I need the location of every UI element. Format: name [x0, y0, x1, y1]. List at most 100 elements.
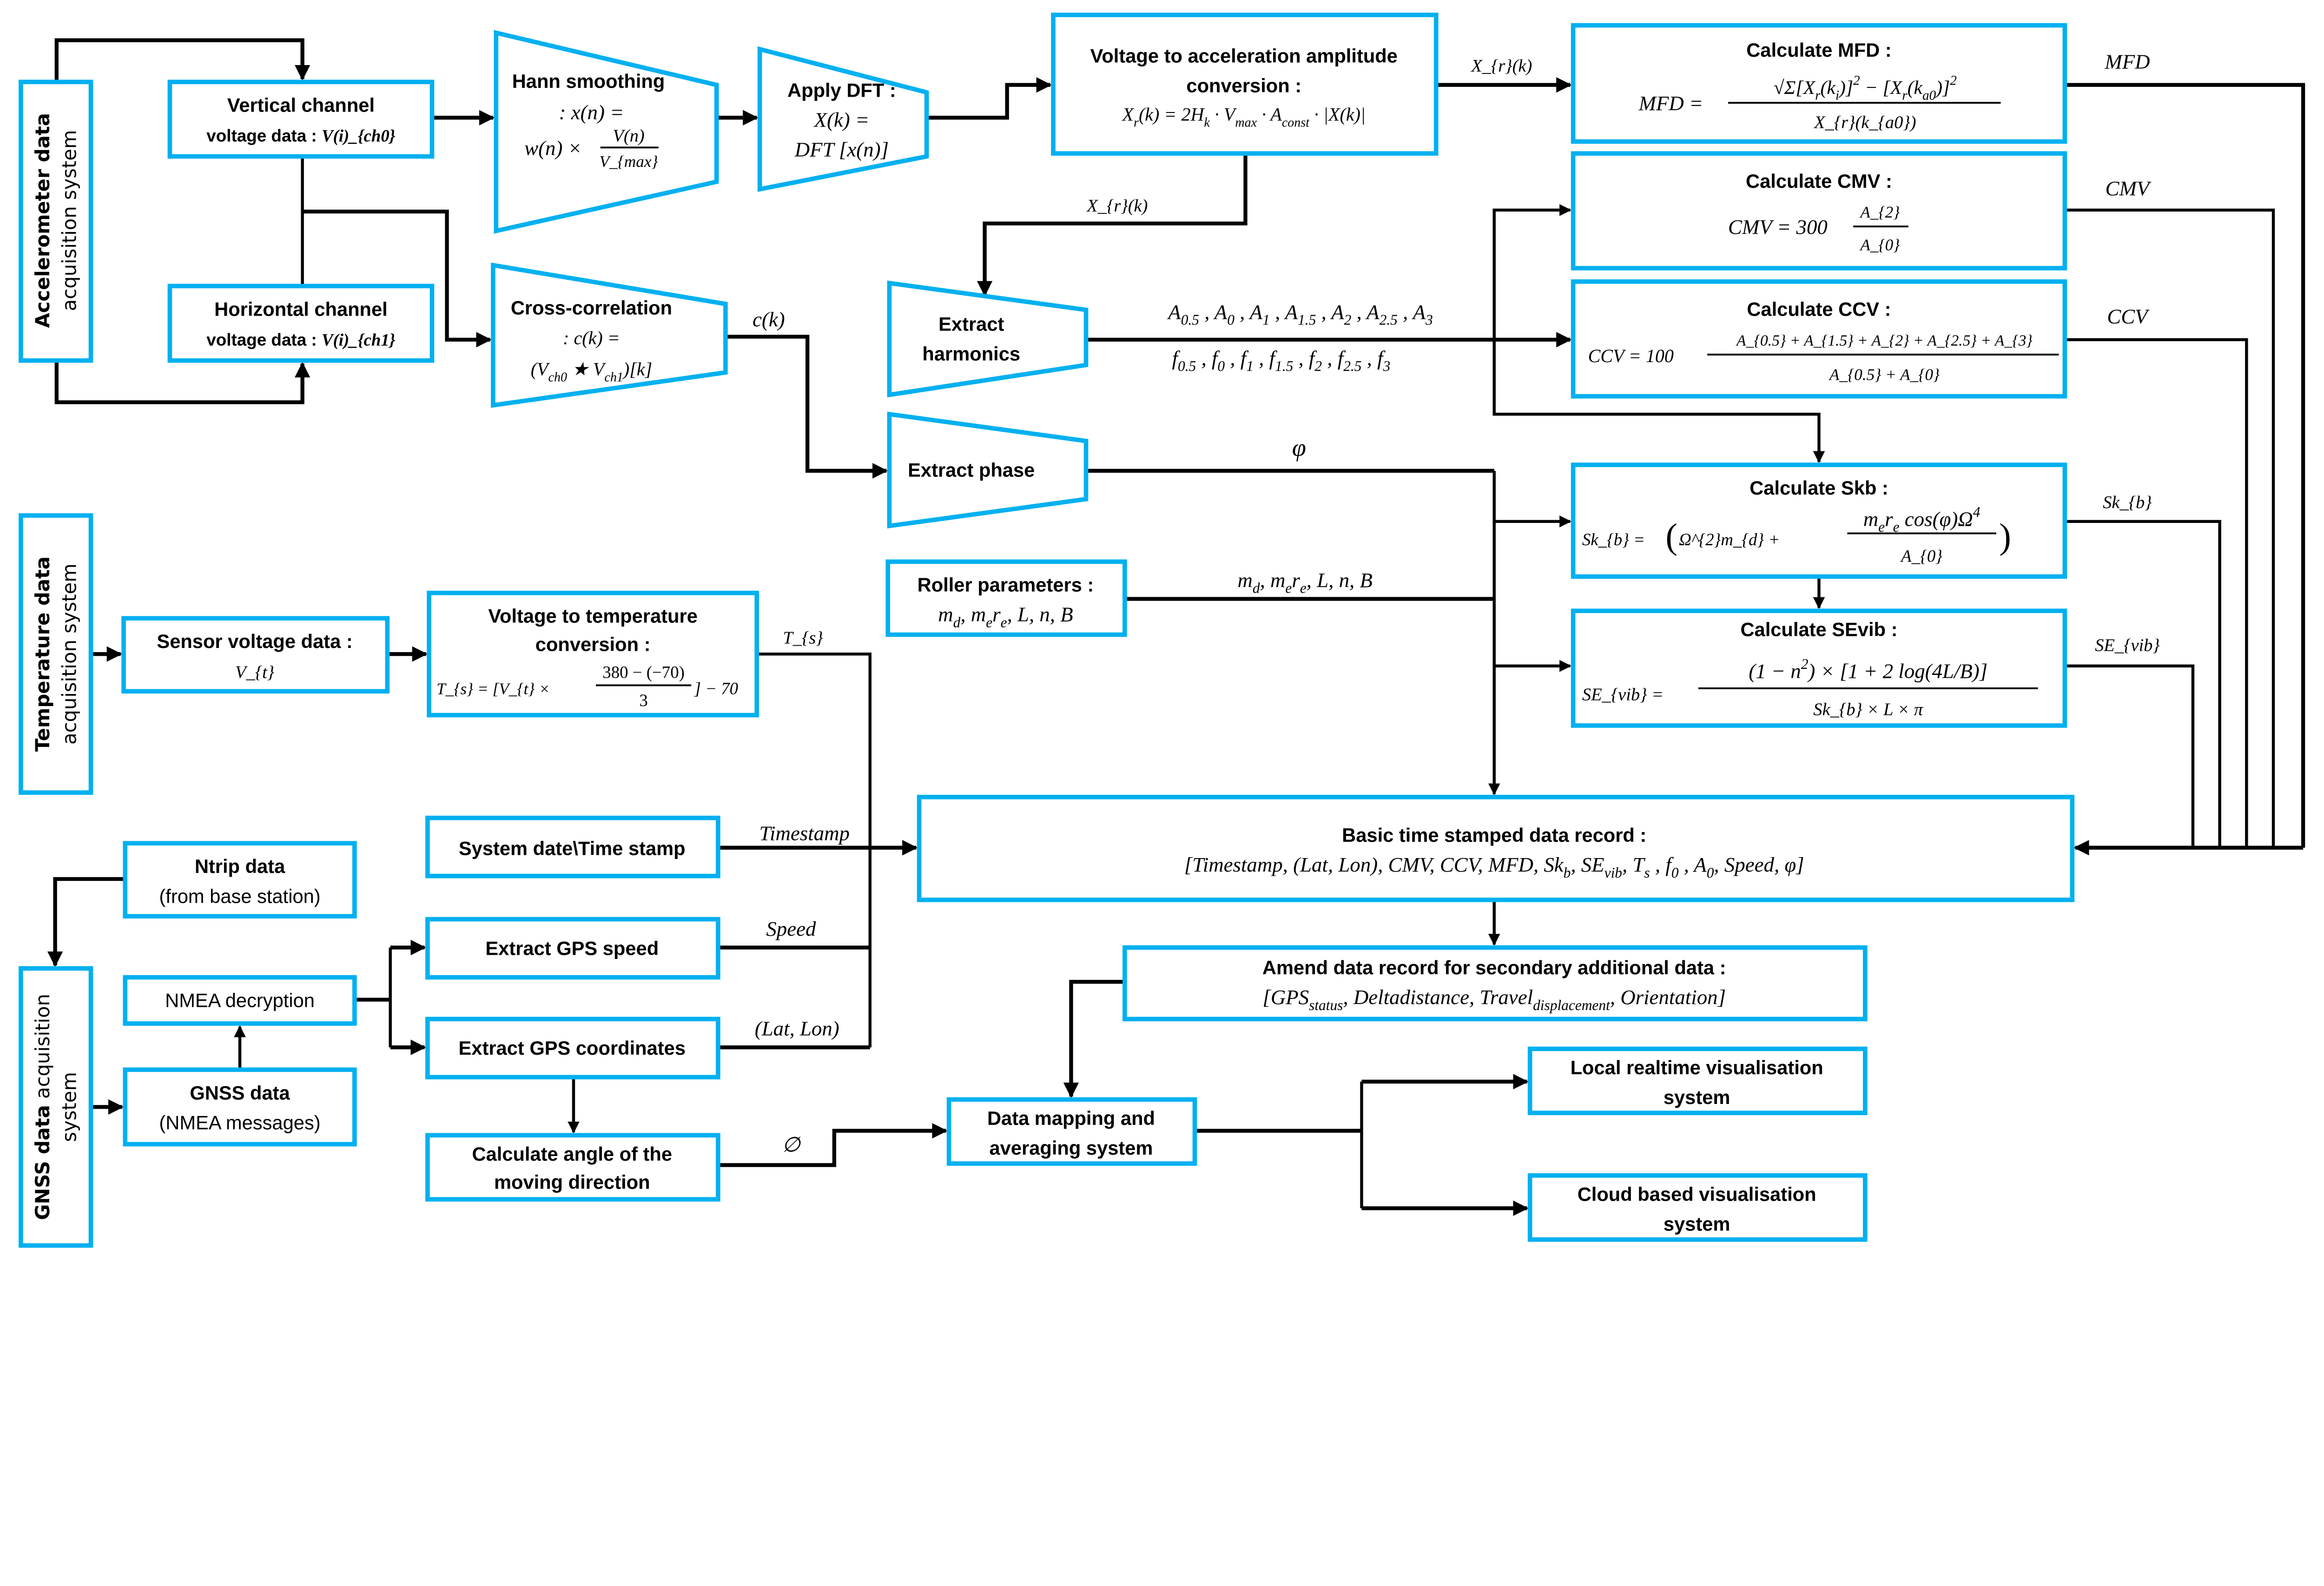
phase-title: Extract phase	[908, 459, 1035, 481]
math-text: · V	[1210, 104, 1237, 125]
amend-fields: [GPSstatus​, Deltadistance, Traveldispla…	[1262, 985, 1726, 1013]
hann-title: Hann smoothing	[512, 70, 665, 92]
temp-subtitle: acquisition system	[58, 563, 80, 745]
math-text: , f	[1322, 346, 1346, 370]
mfd-num: √Σ[Xr​(ki​)]2​ − [Xr​(ka0​)]2​	[1774, 73, 1957, 103]
label-amplitudes: A0.5​ , A0​ , A1​ , A1.5​ , A2​ , A2.5​ …	[1167, 300, 1433, 328]
mapping-line1: Data mapping and	[987, 1107, 1155, 1129]
angle-box: Calculate angle of the moving direction	[425, 1133, 720, 1202]
math-text: , A	[1316, 300, 1344, 324]
math-text: )]	[1935, 77, 1950, 99]
mfd-den: X_{r}(k_{a0})	[1813, 113, 1916, 132]
math-text: m	[1863, 507, 1878, 530]
math-text: A	[1167, 300, 1181, 324]
v2a-line1: Voltage to acceleration amplitude	[1090, 45, 1398, 67]
sevib-box: Calculate SEvib : SE_{vib} = (1 − n2​) ×…	[1571, 608, 2067, 728]
subscript: e	[986, 614, 992, 630]
v2t-den: 3	[639, 691, 647, 710]
math-text: r	[1885, 507, 1893, 530]
math-text: , L, n, B	[1307, 568, 1373, 592]
math-text: X	[1122, 104, 1135, 125]
hann-eq1: : x(n) =	[559, 100, 624, 124]
arrow-to-crosscorrelation	[302, 209, 492, 348]
nmea-title: NMEA decryption	[165, 990, 315, 1011]
subscript: 1.5	[1298, 312, 1316, 328]
cmv-title: Calculate CMV :	[1746, 170, 1892, 192]
angle-line1: Calculate angle of the	[472, 1143, 673, 1165]
dft-eq1: X(k) =	[813, 108, 870, 131]
ntrip-line2: (from base station)	[159, 885, 320, 907]
subscript: 3	[1425, 312, 1433, 328]
connectors	[47, 38, 2305, 1216]
math-text: MFD	[2104, 50, 2150, 73]
math-text: cos(φ)Ω	[1900, 507, 1973, 530]
subscript: d	[953, 614, 961, 630]
subscript: 2	[1344, 312, 1352, 328]
system-flow-diagram: X_{r}(k) X_{r}(k) c(k) A0.5​ , A0​ , A1​…	[19, 13, 2305, 1248]
math-text: − [X	[1860, 77, 1903, 99]
v2t-eq-rhs: ] − 70	[694, 679, 738, 698]
subscript: ch1	[604, 370, 623, 385]
line-ccv-out	[2065, 338, 2248, 848]
record-fields: [Timestamp, (Lat, Lon), CMV, CCV, MFD, S…	[1184, 853, 1804, 881]
subscript: e	[1300, 580, 1307, 596]
skb-title: Calculate Skb :	[1750, 477, 1888, 499]
cross-eq1: : c(k) =	[563, 327, 620, 348]
subscript: 0	[1671, 865, 1679, 881]
edge-labels: X_{r}(k) X_{r}(k) c(k) A0.5​ , A0​ , A1​…	[753, 50, 2160, 1156]
subscript: 0	[1227, 312, 1235, 328]
ccv-lhs: CCV = 100	[1588, 345, 1674, 366]
subscript: ch0	[548, 370, 567, 385]
math-text: , A	[1199, 300, 1228, 324]
cloud-vis-box: Cloud based visualisation system	[1527, 1173, 1868, 1242]
line-sevib-out	[2065, 664, 2195, 848]
gps-speed-title: Extract GPS speed	[485, 937, 659, 959]
math-text: MFD =	[1638, 92, 1703, 115]
gnss-title-rest: acquisition	[31, 994, 54, 1099]
math-text: )[k]	[622, 359, 652, 380]
arrow-accel-to-vertical	[54, 38, 310, 82]
gnss-system: GNSS data acquisition system	[19, 966, 93, 1248]
math-text: , f	[1196, 346, 1220, 370]
label-latlon: (Lat, Lon)	[755, 1017, 839, 1040]
math-text: ) × [1 + 2 log(4L/B)]	[1807, 659, 1987, 682]
amend-title: Amend data record for secondary addition…	[1262, 957, 1726, 978]
math-text: V(n)	[613, 126, 644, 145]
label-skb: Sk_{b}	[2103, 493, 2152, 512]
gnss-title: GNSS data	[31, 1105, 54, 1220]
math-text: 380 − (−70)	[602, 662, 685, 681]
roller-params: md​, me​re​, L, n, B	[938, 603, 1073, 631]
local-vis-line1: Local realtime visualisation	[1571, 1057, 1823, 1078]
v2a-box: Voltage to acceleration amplitude conver…	[1051, 13, 1439, 156]
v2t-line1: Voltage to temperature	[488, 605, 698, 627]
roller-title: Roller parameters :	[918, 574, 1094, 595]
v2t-box: Voltage to temperature conversion : T_{s…	[427, 590, 759, 718]
local-vis-line2: system	[1664, 1086, 1730, 1108]
mapping-box: Data mapping and averaging system	[946, 1097, 1197, 1166]
hann-eq2: w(n) ×	[524, 136, 582, 159]
horizontal-line2: voltage data :	[206, 330, 322, 350]
hann-num: V(n)	[613, 126, 644, 145]
v2a-eq: Xr​(k) = 2Hk​ · Vmax​ · Aconst​ · |X(k)|	[1122, 104, 1366, 130]
line-skb-out	[2065, 520, 2221, 848]
subscript: r	[1134, 115, 1139, 130]
math-text: , A	[1235, 300, 1263, 324]
cloud-vis-line1: Cloud based visualisation	[1578, 1183, 1816, 1205]
math-text: : x(n) =	[559, 100, 624, 124]
label-cmv: CMV	[2106, 177, 2152, 200]
subscript: b	[1564, 865, 1571, 881]
math-text: · |X(k)|	[1309, 104, 1366, 125]
subscript: a0	[1922, 88, 1936, 103]
mfd-lhs: MFD =	[1638, 92, 1703, 115]
subscript: 1	[1262, 312, 1270, 328]
sensor-voltage-box: Sensor voltage data : V_{t}	[121, 616, 390, 694]
ccv-box: Calculate CCV : CCV = 100 A_{0.5} + A_{1…	[1571, 279, 2067, 399]
skb-paren-right: )	[1999, 516, 2011, 556]
cross-eq2: (Vch0​ ★ Vch1​)[k]	[531, 359, 652, 385]
ccv-num: A_{0.5} + A_{1.5} + A_{2} + A_{2.5} + A_…	[1736, 332, 2033, 350]
math-text: ∅	[782, 1133, 801, 1156]
label-phi: φ	[1292, 433, 1306, 462]
subscript: r	[1902, 88, 1908, 103]
math-text: , f	[1650, 853, 1674, 876]
gnss-data-line1: GNSS data	[190, 1082, 290, 1104]
